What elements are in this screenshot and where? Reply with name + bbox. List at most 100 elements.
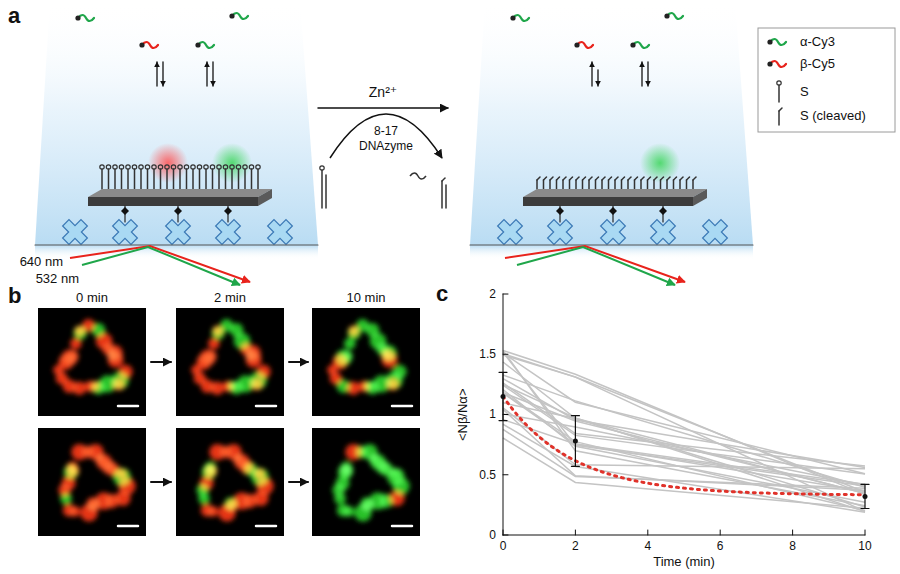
- fluorescence-blob: [344, 338, 356, 350]
- blob-group: [53, 319, 133, 395]
- substrate-strand: [641, 177, 644, 189]
- cleaved-strand-hook: [557, 177, 560, 180]
- equilibrium-arrow: [647, 62, 648, 86]
- scale-bar: [256, 525, 276, 528]
- cleaved-strand-line: [575, 180, 577, 189]
- error-cap: [571, 466, 579, 467]
- cleaved-strand-line: [778, 111, 780, 125]
- tick-label: 1.5: [479, 347, 496, 361]
- cleaved-strand-hook: [576, 177, 579, 180]
- cleaved-strand-line: [569, 180, 571, 189]
- biotin-mark: [556, 207, 564, 215]
- mean-point: [573, 439, 578, 444]
- equilibrium-arrow: [206, 62, 207, 86]
- strand-loop: [113, 165, 117, 169]
- legend-text: β-Cy5: [800, 56, 835, 72]
- biotin-mark: [121, 207, 129, 215]
- fluorescence-blob: [342, 350, 353, 361]
- wavelength-label: 640 nm: [20, 254, 63, 270]
- fluorescence-blob: [390, 468, 401, 479]
- fluorescence-glow: [640, 143, 680, 183]
- strand-loop: [236, 165, 240, 169]
- ion-label: Zn²⁺: [369, 84, 397, 101]
- cleaved-strand-line: [692, 180, 694, 189]
- cleaved-strand-line: [653, 180, 655, 189]
- single-structure-trace: [503, 350, 865, 505]
- strand-line: [153, 169, 155, 189]
- substrate-strand: [171, 165, 175, 189]
- mean-fit-curve: [503, 396, 865, 494]
- fluorescence-blob: [63, 504, 76, 517]
- cleaved-strand-hook: [667, 177, 670, 180]
- substrate-strand: [667, 177, 670, 189]
- cleaved-strand-hook: [570, 177, 573, 180]
- strand-loop: [223, 165, 227, 169]
- error-cap: [861, 484, 869, 485]
- streptavidin-symbol: [268, 220, 293, 245]
- cleaved-strand-line: [549, 180, 551, 189]
- cleaved-strand-hook: [693, 177, 696, 180]
- micrograph: [38, 428, 146, 536]
- strand-loop: [178, 165, 182, 169]
- substrate-strand: [152, 165, 156, 189]
- mean-point: [863, 494, 868, 499]
- substrate-strand: [609, 177, 612, 189]
- substrate-strand: [537, 177, 540, 189]
- reaction-arrow: [318, 107, 448, 109]
- substrate-strand: [191, 165, 195, 189]
- fluorescence-blob: [358, 381, 369, 392]
- substrate-strand: [249, 165, 253, 189]
- fluorescence-blob: [208, 338, 220, 350]
- cleaved-strand-line: [601, 180, 603, 189]
- fluorescence-blob: [254, 468, 265, 479]
- substrate-strand: [178, 165, 182, 189]
- fluorescence-blob: [199, 349, 215, 365]
- tick-label: 10: [858, 539, 871, 553]
- cleaved-strand-line: [686, 180, 688, 189]
- substrate-strand: [557, 177, 560, 189]
- cleaved-strand-line: [582, 180, 584, 189]
- dye-dot: [767, 61, 772, 66]
- cleaved-strand-line: [673, 180, 675, 189]
- substrate-strand: [184, 165, 188, 189]
- strand-line: [114, 169, 116, 189]
- cleaved-strand-hook: [583, 177, 586, 180]
- image-ground: [38, 308, 146, 416]
- enzyme-label: 8-17: [374, 124, 398, 138]
- strand-line: [212, 169, 214, 189]
- substrate-strand: [661, 177, 664, 189]
- strand-line: [179, 169, 181, 189]
- strand-loop: [100, 165, 104, 169]
- cleaved-strand-hook: [442, 178, 445, 181]
- strand-line: [225, 169, 227, 189]
- time-arrow: [151, 481, 171, 483]
- tick-label: 0: [500, 539, 507, 553]
- substrate-strand: [680, 177, 683, 189]
- cleaved-strand-hook: [602, 177, 605, 180]
- y-tick: [503, 294, 508, 295]
- fluorescence-blob: [335, 349, 351, 365]
- cleaved-strand-line: [660, 180, 662, 189]
- cleaved-strand-line: [562, 180, 564, 189]
- glass-surface: [35, 244, 318, 245]
- substrate-strand: [674, 177, 677, 189]
- strand-array: [100, 165, 260, 189]
- substrate-strand: [165, 165, 169, 189]
- cleaved-strand-hook: [622, 177, 625, 180]
- cleaved-strand-line: [588, 180, 590, 189]
- streptavidin-symbol: [216, 220, 241, 245]
- equilibrium-arrow: [641, 62, 642, 86]
- cleaved-strand-hook: [544, 177, 547, 180]
- streptavidin-symbol: [166, 220, 191, 245]
- biotin-mark: [609, 207, 617, 215]
- y-tick: [503, 354, 508, 355]
- dye-dot: [75, 15, 80, 20]
- strand-line: [192, 169, 194, 189]
- x-tick: [503, 530, 504, 535]
- substrate-strand: [596, 177, 599, 189]
- strand-loop: [230, 165, 234, 169]
- time-arrow: [151, 361, 171, 363]
- cleaved-strand-hook: [641, 177, 644, 180]
- blob-group: [327, 319, 407, 395]
- single-structure-trace: [503, 392, 865, 510]
